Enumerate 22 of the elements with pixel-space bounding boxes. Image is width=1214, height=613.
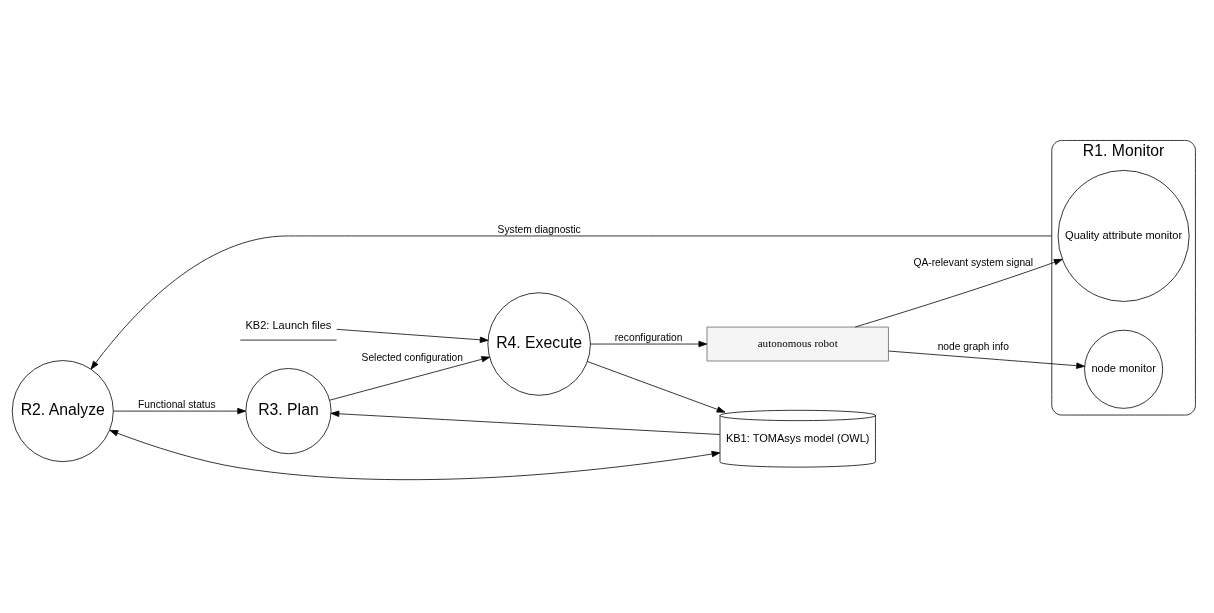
arrow [590, 340, 708, 347]
arrow [329, 355, 491, 401]
arrow [854, 258, 1063, 327]
arrow [112, 407, 246, 414]
node-circle: Quality attribute monitor [1057, 169, 1190, 302]
edge-label: Functional status [138, 398, 216, 410]
arrow [330, 410, 721, 435]
arrow [586, 360, 726, 413]
arrow [90, 235, 1053, 370]
edge-label: QA-relevant system signal [913, 256, 1034, 268]
arrow [109, 429, 721, 480]
node-circle: R4. Execute [487, 291, 591, 396]
arrow [336, 328, 489, 343]
arrow [888, 350, 1085, 369]
edge-label: reconfiguration [614, 331, 683, 343]
node-circle: R3. Plan [245, 367, 332, 454]
node-circle: node monitor [1084, 329, 1164, 409]
edge-label: Selected configuration [361, 351, 464, 363]
node-box: autonomous robot [706, 326, 889, 361]
node-text: KB2: Launch files [245, 318, 332, 331]
edge-label: node graph info [937, 340, 1009, 352]
edge-label: System diagnostic [497, 223, 581, 235]
